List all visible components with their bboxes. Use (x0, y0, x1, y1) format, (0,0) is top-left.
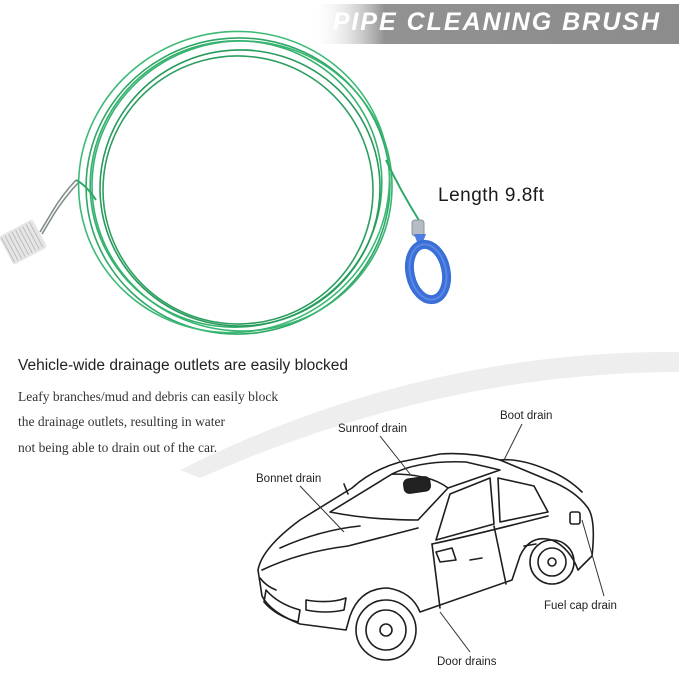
description-line-2: the drainage outlets, resulting in water (18, 414, 225, 429)
brush-head (0, 220, 47, 264)
wire-end (39, 179, 79, 235)
background-swoosh (180, 351, 679, 478)
callout-sunroof-drain: Sunroof drain (338, 423, 408, 435)
length-label: Length 9.8ft (438, 185, 545, 206)
car-drain-diagram (180, 351, 679, 661)
title-banner (311, 4, 679, 44)
callout-fuel-cap-drain: Fuel cap drain (544, 600, 617, 612)
callout-boot-drain: Boot drain (500, 410, 553, 422)
coiled-cable (75, 30, 421, 335)
banner-title: PIPE CLEANING BRUSH (332, 8, 661, 36)
pipe-brush-illustration (0, 30, 452, 335)
callout-door-drains: Door drains (437, 656, 497, 668)
banner-shape (311, 4, 679, 44)
description-line-3: not being able to drain out of the car. (18, 440, 218, 455)
callout-leaders (299, 423, 605, 653)
section-heading: Vehicle-wide drainage outlets are easily… (18, 357, 349, 374)
pull-ring-handle (404, 219, 452, 305)
description-line-1: Leafy branches/mud and debris can easily… (18, 389, 279, 404)
car-outline (257, 452, 595, 661)
callout-bonnet-drain: Bonnet drain (256, 473, 322, 485)
